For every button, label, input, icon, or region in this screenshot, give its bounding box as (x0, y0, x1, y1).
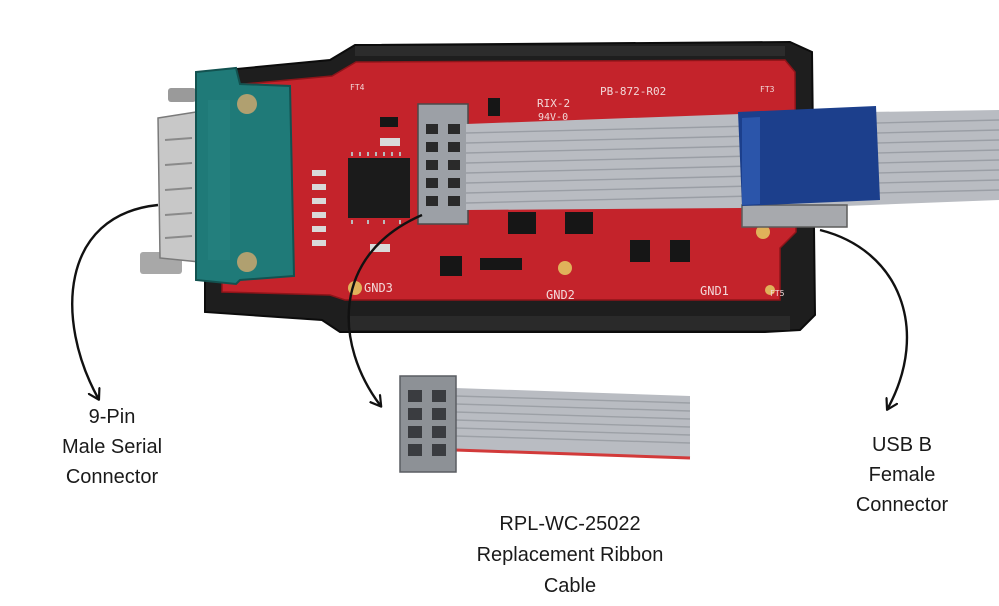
label-serial-line-2: Male Serial (61, 436, 163, 458)
board-rev-mark: RIX-2 (537, 97, 570, 110)
ribbon-cable-installed (465, 110, 999, 210)
label-usb-connector: USB B Female Connector (822, 430, 982, 520)
replacement-ribbon-cable (399, 375, 691, 473)
arrow-ribbon (347, 213, 423, 405)
usb-b-connector (738, 106, 880, 228)
arrow-serial (71, 203, 159, 398)
test-point-ft4: FT4 (350, 83, 365, 92)
pad-label-gnd2: GND2 (546, 288, 575, 302)
label-usb-line-2: Female (868, 464, 936, 486)
label-serial-connector: 9-Pin Male Serial Connector (22, 402, 202, 492)
arrow-usb (819, 228, 909, 408)
label-ribbon-line-1: RPL-WC-25022 (499, 513, 641, 535)
label-serial-line-1: 9-Pin (88, 406, 136, 428)
label-usb-line-1: USB B (871, 434, 933, 456)
label-ribbon-line-2: Replacement Ribbon (476, 544, 664, 566)
board-header-connector (417, 103, 469, 225)
db9-connector (140, 66, 296, 286)
label-usb-line-3: Connector (855, 494, 949, 516)
ic-chip (348, 158, 410, 218)
label-ribbon-cable: RPL-WC-25022 Replacement Ribbon Cable (420, 509, 720, 602)
pad-label-gnd1: GND1 (700, 284, 729, 298)
test-point-ft3: FT3 (760, 85, 775, 94)
test-point-ft5: FT5 (770, 289, 785, 298)
pad-label-gnd3: GND3 (364, 281, 393, 295)
label-ribbon-line-3: Cable (543, 575, 597, 597)
board-rating: 94V-0 (538, 112, 568, 123)
label-serial-line-3: Connector (65, 466, 159, 488)
board-part-number: PB-872-R02 (600, 85, 666, 98)
